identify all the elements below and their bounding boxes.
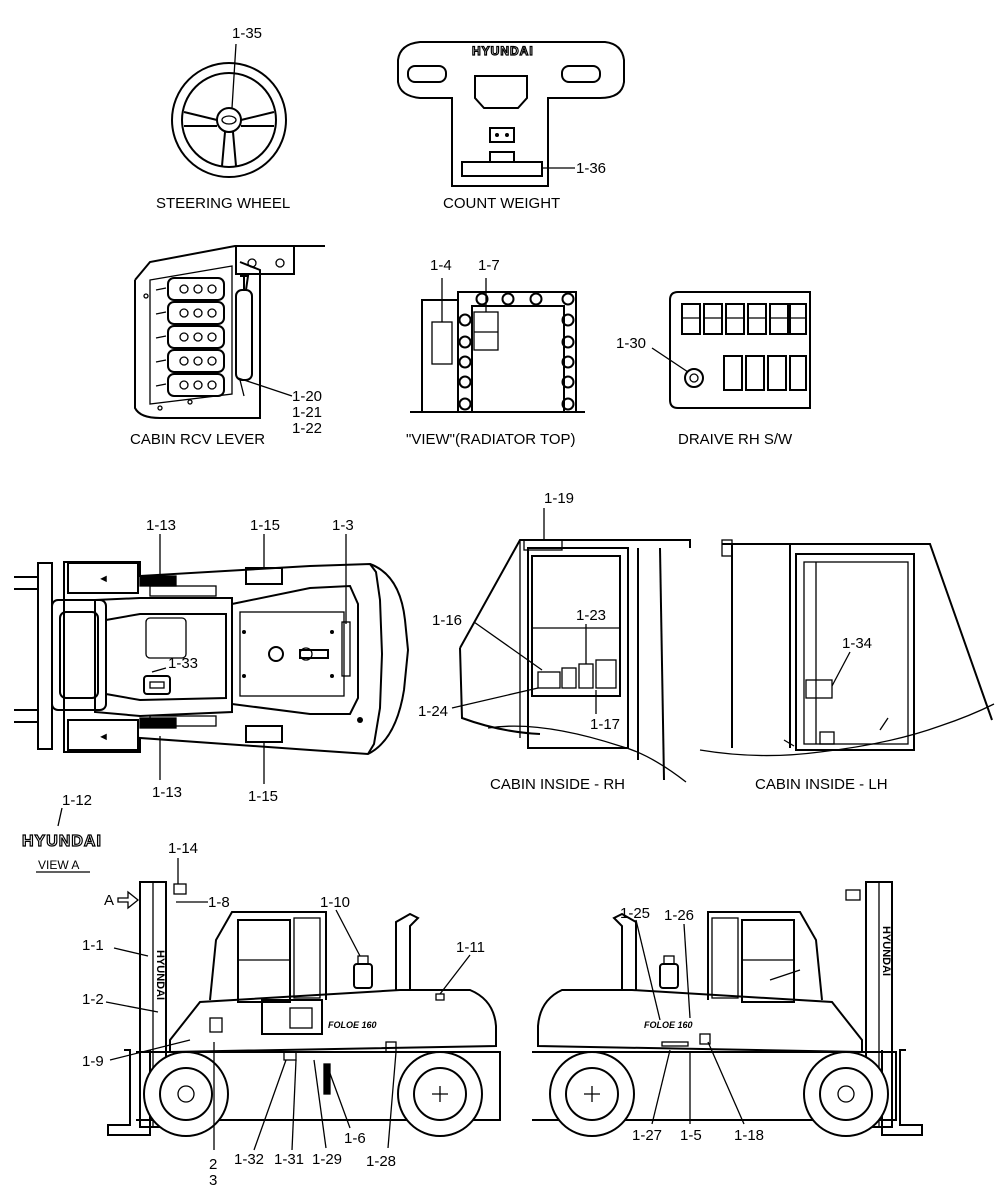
label-1-2: 1-2 [82, 991, 104, 1008]
model-badge-left: FOLOE 160 [328, 1020, 377, 1030]
label-1-8: 1-8 [208, 894, 230, 911]
label-1-10: 1-10 [320, 894, 350, 911]
arrow-a-label: A [104, 892, 114, 909]
rcv-lever-switch-bank [155, 277, 225, 397]
label-3: 3 [209, 1172, 217, 1189]
forklift-left-side-view: HYUNDAI FOLOE 160 A [82, 840, 501, 1189]
label-1-16: 1-16 [432, 612, 462, 629]
label-1-35: 1-35 [232, 25, 262, 42]
radiator-top-view: 1-4 1-7 "VIEW"(RADIATOR TOP) [406, 257, 585, 448]
caption-cabin-inside-rh: CABIN INSIDE - RH [490, 776, 625, 793]
label-1-1: 1-1 [82, 937, 104, 954]
svg-text:◄: ◄ [98, 731, 109, 743]
label-1-34: 1-34 [842, 635, 872, 652]
label-1-24: 1-24 [418, 703, 448, 720]
label-1-4: 1-4 [430, 257, 452, 274]
caption-radiator-top: "VIEW"(RADIATOR TOP) [406, 431, 576, 448]
steering-wheel-view: 1-35 STEERING WHEEL [156, 25, 290, 212]
cabin-inside-lh-view: 1-34 CABIN INSIDE - LH [699, 539, 995, 793]
view-a-logo: 1-12 HYUNDAI VIEW A [21, 792, 102, 873]
caption-steering-wheel: STEERING WHEEL [156, 195, 290, 212]
count-weight-view: HYUNDAI 1-36 COUNT WEIGHT [397, 41, 625, 212]
label-1-26: 1-26 [664, 907, 694, 924]
label-1-21: 1-21 [292, 404, 322, 421]
label-1-14: 1-14 [168, 840, 198, 857]
label-1-11: 1-11 [456, 939, 485, 956]
label-1-30: 1-30 [616, 335, 646, 352]
forklift-top-view: ◄ ◄ 1-13 1-15 [14, 517, 410, 805]
label-1-28: 1-28 [366, 1153, 396, 1170]
label-1-7: 1-7 [478, 257, 500, 274]
label-1-5: 1-5 [680, 1127, 702, 1144]
caption-view-a: VIEW A [38, 858, 79, 872]
rh-switch-row-top [681, 303, 807, 335]
label-2: 2 [209, 1156, 217, 1173]
label-1-9: 1-9 [82, 1053, 104, 1070]
label-1-29: 1-29 [312, 1151, 342, 1168]
svg-text:◄: ◄ [98, 573, 109, 585]
label-1-6: 1-6 [344, 1130, 366, 1147]
caption-cabin-inside-lh: CABIN INSIDE - LH [755, 776, 888, 793]
rh-switch-row-bottom [723, 355, 807, 391]
label-1-20: 1-20 [292, 388, 322, 405]
label-1-17: 1-17 [590, 716, 620, 733]
cabin-rcv-lever-view: 1-20 1-21 1-22 CABIN RCV LEVER [130, 245, 325, 448]
label-1-18: 1-18 [734, 1127, 764, 1144]
label-1-13-bottom: 1-13 [152, 784, 182, 801]
label-1-25: 1-25 [620, 905, 650, 922]
label-1-31: 1-31 [274, 1151, 304, 1168]
mast-logo-right: HYUNDAI [880, 926, 892, 976]
label-1-36: 1-36 [576, 160, 606, 177]
label-1-27: 1-27 [632, 1127, 662, 1144]
draive-rh-switch-panel: 1-30 DRAIVE RH S/W [616, 291, 811, 448]
label-1-3: 1-3 [332, 517, 354, 534]
label-1-22: 1-22 [292, 420, 322, 437]
forklift-right-side-view: HYUNDAI FOLOE 160 1-25 1-26 1-27 [532, 881, 923, 1144]
label-1-12: 1-12 [62, 792, 92, 809]
cabin-inside-rh-view: 1-19 1-16 1-23 1-24 1-17 CABIN INSIDE - … [418, 490, 691, 793]
count-weight-logo: HYUNDAI [472, 44, 534, 58]
mast-logo-left: HYUNDAI [154, 950, 166, 1000]
label-1-15-bottom: 1-15 [248, 788, 278, 805]
label-1-32: 1-32 [234, 1151, 264, 1168]
label-1-23: 1-23 [576, 607, 606, 624]
caption-count-weight: COUNT WEIGHT [443, 195, 560, 212]
model-badge-right: FOLOE 160 [644, 1020, 693, 1030]
label-1-33: 1-33 [168, 655, 198, 672]
label-1-19: 1-19 [544, 490, 574, 507]
caption-cabin-rcv-lever: CABIN RCV LEVER [130, 431, 265, 448]
caption-draive-rh-sw: DRAIVE RH S/W [678, 431, 793, 448]
view-a-brand-logo: HYUNDAI [22, 833, 102, 850]
label-1-15-top: 1-15 [250, 517, 280, 534]
label-1-13-top: 1-13 [146, 517, 176, 534]
